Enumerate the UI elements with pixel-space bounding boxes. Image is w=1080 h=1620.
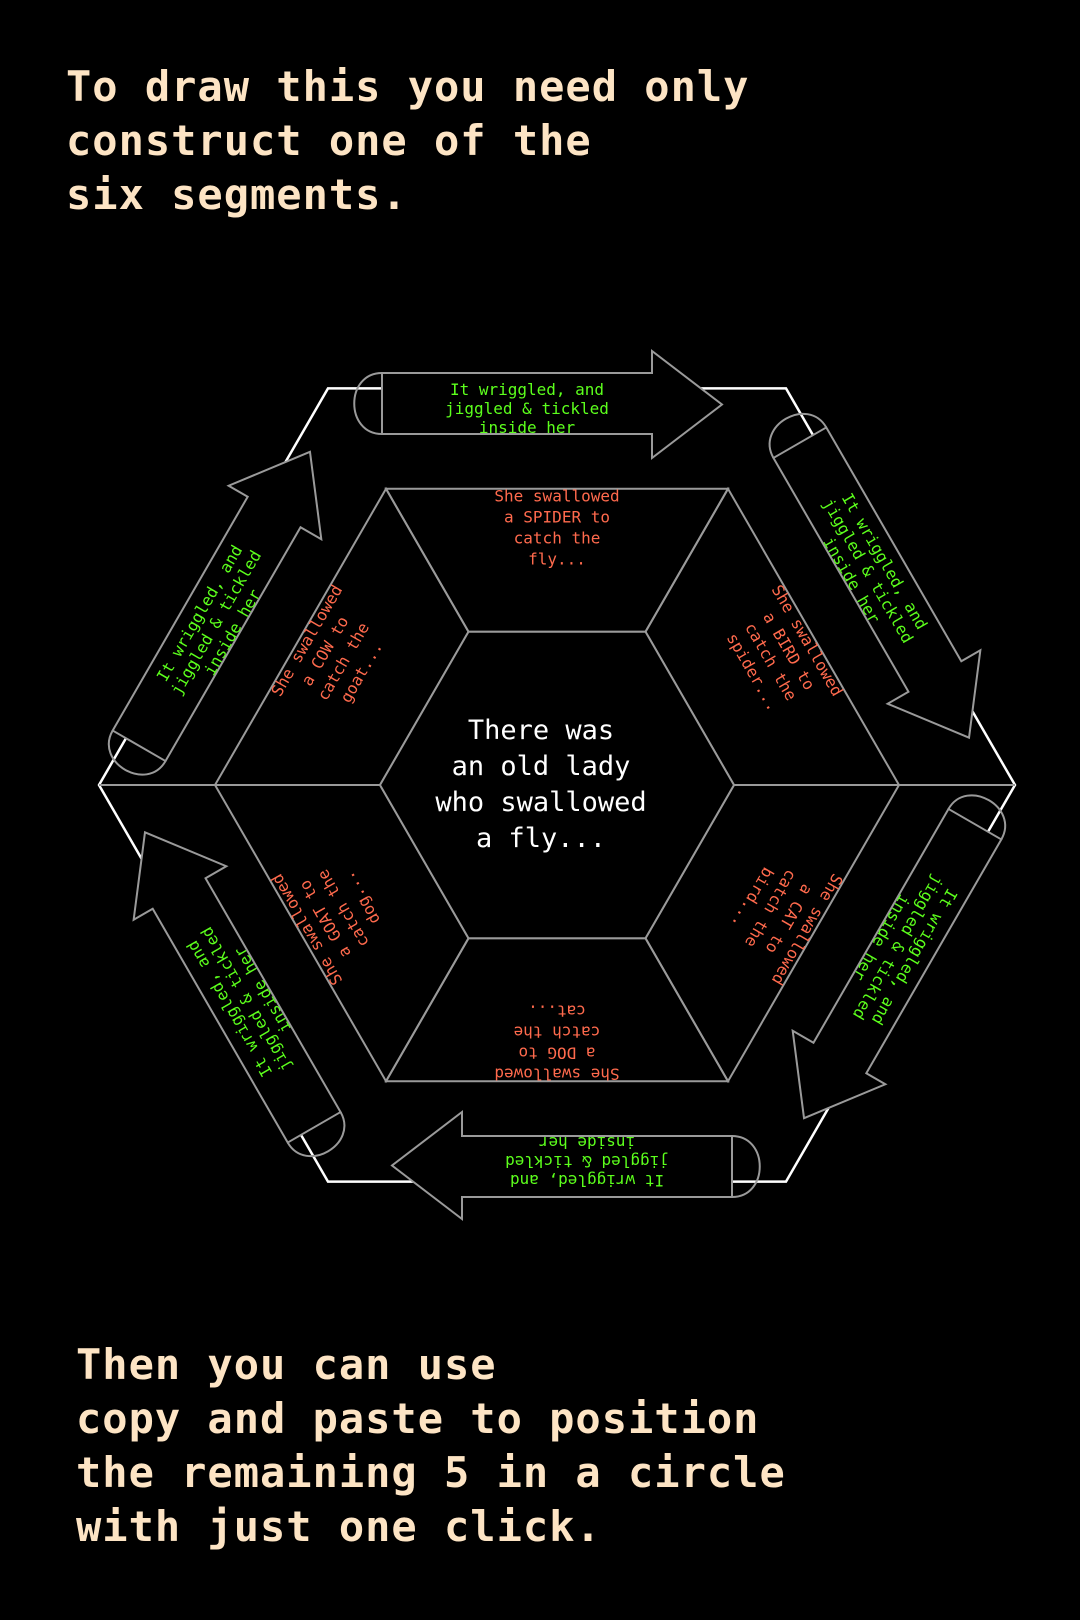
arrow-shape [791,807,1003,1120]
animal-text-line: a DOG to [518,1044,595,1063]
arrow-curl [286,1111,346,1158]
arrow-shape [390,1109,733,1222]
bottom-caption: Then you can use copy and paste to posit… [76,1340,786,1551]
animal-text-line: catch the [514,529,601,548]
animal-text-line: fly... [528,550,586,569]
center-text-line: There was [468,715,614,746]
center-text-line: who swallowed [435,787,646,818]
animal-text-line: a SPIDER to [504,508,610,527]
animal-text-group: She swallowed a SPIDER to catch the fly... [494,487,619,569]
arrow-text-line: inside her [538,1133,635,1152]
arrow-text-line: jiggled & tickled [505,1152,669,1171]
arrow-shape [381,348,724,461]
outer-hexagon-group [97,387,1017,1183]
center-hexagon [378,630,736,940]
top-caption: To draw this you need only construct one… [66,62,750,219]
arrow-shape [111,450,323,763]
animal-text-group: She swallowed a DOG to catch the cat... [494,1002,619,1084]
arrow-curl [353,372,383,435]
arrow-curl [768,412,828,459]
center-hexagon-group: There was an old lady who swallowed a fly..… [378,630,736,940]
center-text-line: a fly... [476,823,606,854]
arrow-curl [107,730,167,776]
arrow-text-line: It wriggled, and [510,1171,664,1190]
center-text-line: an old lady [452,751,631,782]
arrow-shape [132,830,342,1144]
animal-text-line: catch the [514,1023,601,1042]
arrow-text-line: jiggled & tickled [445,399,609,418]
arrow-text-line: inside her [479,418,576,437]
animal-text-line: cat... [528,1002,586,1021]
animal-text-line: She swallowed [494,487,619,506]
arrow-shape [772,426,982,740]
animal-text-line: She swallowed [494,1065,619,1084]
arrow-text-line: It wriggled, and [450,380,604,399]
arrow-curl [947,794,1007,840]
arrow-curl [731,1135,761,1198]
